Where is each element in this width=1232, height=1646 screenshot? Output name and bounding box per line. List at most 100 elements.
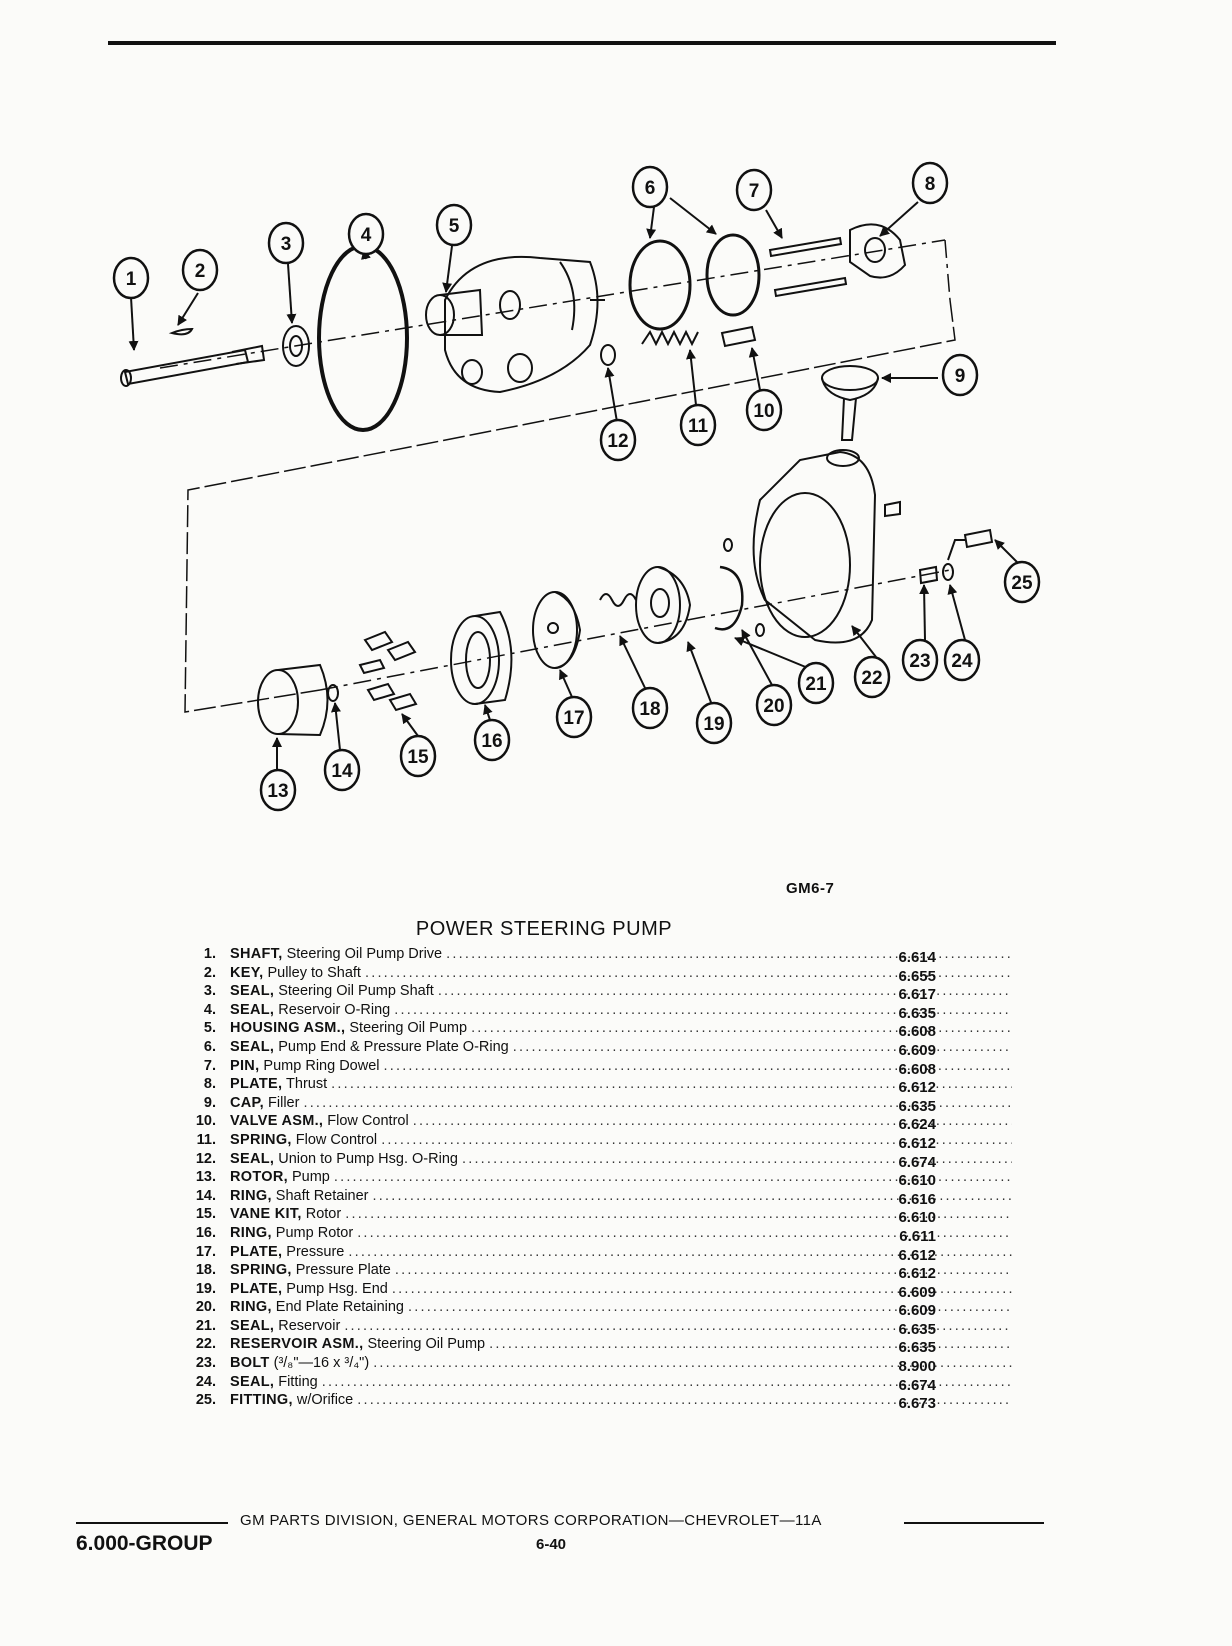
callout-8: 8 (911, 161, 949, 205)
callout-10: 10 (745, 388, 783, 432)
part-noun: HOUSING ASM., (230, 1020, 346, 1037)
dot-leader: ........................................… (512, 1038, 1012, 1055)
end-plate-part (635, 566, 692, 644)
part-number: 22. (195, 1336, 216, 1353)
callout-7: 7 (735, 168, 773, 212)
dowel-pins-part (768, 236, 848, 298)
part-row: 8.PLATE, Thrust ........................… (178, 1075, 1012, 1096)
part-modifier: Reservoir (274, 1317, 345, 1334)
footer-rule-right (904, 1522, 1044, 1524)
part-modifier: Shaft Retainer (271, 1187, 373, 1204)
part-row: 25.FITTING, w/Orifice ..................… (178, 1391, 1012, 1412)
part-number: 10. (195, 1113, 216, 1130)
dot-leader: ........................................… (321, 1373, 1012, 1390)
callout-1: 1 (112, 256, 150, 300)
part-noun: KEY, (230, 964, 264, 981)
part-noun: PIN, (230, 1057, 260, 1074)
callout-label: 23 (909, 651, 930, 672)
part-number: 3. (203, 983, 216, 1000)
callout-label: 6 (645, 178, 656, 199)
part-group-code: 6.673 (898, 1395, 936, 1413)
seal-21a (723, 538, 733, 552)
callout-label: 1 (126, 269, 137, 290)
part-group-code: 6.608 (898, 1060, 936, 1078)
leader-lines (128, 197, 1018, 770)
part-number: 6. (203, 1038, 216, 1055)
part-description: PLATE, Pressure ........................… (230, 1243, 1012, 1262)
part-row: 23.BOLT (³/₈"—16 x ³/₄") ...............… (178, 1354, 1012, 1375)
part-description: SEAL, Steering Oil Pump Shaft ..........… (230, 982, 1012, 1001)
part-row: 22.RESERVOIR ASM., Steering Oil Pump ...… (178, 1335, 1012, 1356)
part-group-code: 6.609 (898, 1041, 936, 1059)
callout-label: 14 (331, 761, 353, 782)
part-group-code: 6.610 (898, 1209, 936, 1227)
part-modifier: Filler (263, 1094, 304, 1111)
part-number: 17. (195, 1243, 216, 1260)
dot-leader: ........................................… (331, 1076, 1012, 1093)
part-row: 5.HOUSING ASM., Steering Oil Pump ......… (178, 1019, 1012, 1040)
callout-3: 3 (267, 221, 305, 265)
callout-14: 14 (323, 748, 361, 792)
part-number: 2. (203, 964, 216, 981)
callout-23: 23 (901, 638, 939, 682)
dot-leader: ........................................… (394, 1001, 1012, 1018)
callout-label: 9 (955, 366, 966, 387)
part-group-code: 6.616 (898, 1190, 936, 1208)
callout-4: 4 (347, 212, 385, 256)
part-group-code: 6.635 (898, 1097, 936, 1115)
part-number: 8. (203, 1076, 216, 1093)
callout-label: 18 (639, 699, 660, 720)
part-description: ROTOR, Pump ............................… (230, 1168, 1012, 1187)
callout-label: 17 (563, 708, 584, 729)
filler-cap-part (821, 365, 879, 441)
part-group-code: 6.674 (898, 1376, 936, 1394)
callout-label: 11 (688, 416, 709, 437)
dot-leader: ........................................… (408, 1299, 1012, 1316)
callout-label: 21 (805, 674, 827, 695)
part-description: HOUSING ASM., Steering Oil Pump ........… (230, 1019, 1012, 1038)
part-description: SPRING, Flow Control ...................… (230, 1131, 1012, 1150)
part-group-code: 6.614 (898, 949, 936, 966)
part-group-code: 8.900 (898, 1358, 936, 1376)
dot-leader: ........................................… (348, 1243, 1012, 1260)
part-noun: SEAL, (230, 1038, 275, 1055)
part-group-code: 6.610 (898, 1172, 936, 1190)
part-description: PLATE, Pump Hsg. End ...................… (230, 1280, 1012, 1299)
part-modifier: w/Orifice (292, 1392, 358, 1409)
part-noun: BOLT (230, 1355, 270, 1372)
part-noun: CAP, (230, 1094, 264, 1111)
callout-label: 20 (763, 696, 784, 717)
fitting-parts (884, 500, 994, 585)
part-description: SEAL, Pump End & Pressure Plate O-Ring .… (230, 1038, 1012, 1057)
part-row: 6. SEAL, Pump End & Pressure Plate O-Ring… (178, 1038, 1012, 1059)
part-noun: PLATE, (230, 1280, 283, 1297)
part-modifier: Steering Oil Pump (363, 1336, 490, 1353)
reservoir-o-ring-part (317, 244, 409, 432)
dot-leader: ........................................… (383, 1057, 1012, 1074)
part-group-code: 6.655 (898, 967, 936, 985)
dot-leader: ........................................… (381, 1131, 1012, 1148)
callout-label: 15 (407, 747, 429, 768)
part-description: BOLT (³/₈"—16 x ³/₄") ..................… (230, 1354, 1012, 1373)
part-noun: ROTOR, (230, 1169, 288, 1186)
dot-leader: ........................................… (446, 946, 1012, 962)
part-number: 13. (195, 1169, 216, 1186)
dot-leader: ........................................… (372, 1187, 1012, 1204)
callout-6: 6 (631, 165, 669, 209)
part-description: FITTING, w/Orifice .....................… (230, 1391, 1012, 1410)
footer-publisher: GM PARTS DIVISION, GENERAL MOTORS CORPOR… (240, 1512, 822, 1529)
top-rule (108, 41, 1056, 45)
callout-20: 20 (755, 683, 793, 727)
part-description: SEAL, Fitting ..........................… (230, 1373, 1012, 1392)
exploded-diagram: 1234567891011121314151617181920212223242… (112, 161, 1041, 812)
part-group-code: 6.674 (898, 1153, 936, 1171)
part-noun: SHAFT, (230, 946, 283, 962)
part-group-code: 6.635 (898, 1339, 936, 1357)
part-group-code: 6.611 (899, 1227, 936, 1245)
part-modifier: Pump Rotor (271, 1224, 358, 1241)
callout-label: 16 (481, 731, 502, 752)
part-number: 18. (195, 1262, 216, 1279)
part-noun: SEAL, (230, 1001, 275, 1018)
part-row: 3. SEAL, Steering Oil Pump Shaft ........… (178, 982, 1012, 1003)
part-noun: SEAL, (230, 1150, 275, 1167)
